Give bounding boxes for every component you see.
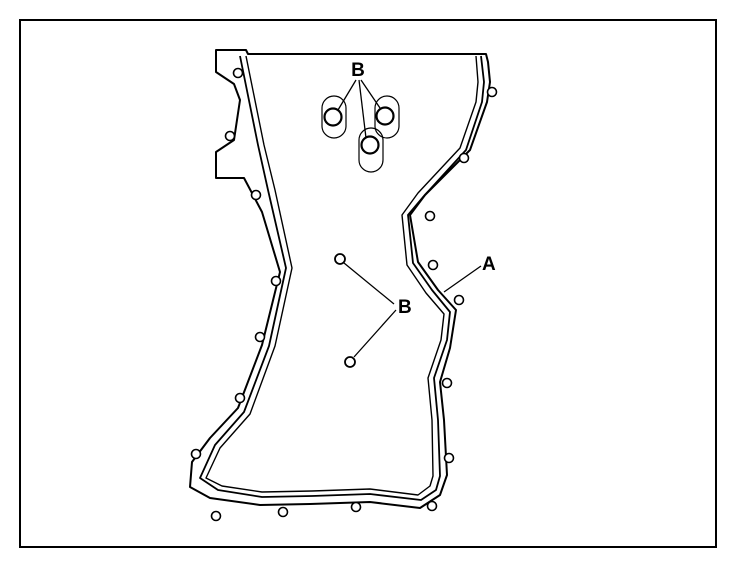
diagram-frame — [19, 19, 717, 548]
bolt-hole — [427, 259, 439, 271]
bolt-hole — [210, 510, 222, 522]
upper-slotted-holes — [321, 95, 400, 173]
slot-left — [321, 95, 347, 139]
bolt-hole — [254, 331, 266, 343]
bolt-hole — [486, 86, 498, 98]
gasket-groove-inner — [205, 55, 479, 496]
bolt-hole — [232, 67, 244, 79]
bolt-hole — [441, 377, 453, 389]
bolt-hole — [443, 452, 455, 464]
leaders-center-b — [343, 262, 397, 358]
center-dowel-holes — [334, 253, 356, 368]
dowel-lower — [344, 356, 356, 368]
bolt-right — [375, 106, 395, 126]
bolt-hole — [424, 210, 436, 222]
timing-cover-outline — [189, 49, 491, 509]
bolt-hole — [250, 189, 262, 201]
bolt-hole — [270, 275, 282, 287]
bolt-hole — [277, 506, 289, 518]
dowel-upper — [334, 253, 346, 265]
bolt-hole — [234, 392, 246, 404]
leaders-top-b — [337, 79, 381, 139]
bolt-hole — [224, 130, 236, 142]
callout-b-top: B — [351, 60, 365, 81]
bolt-left — [323, 107, 343, 127]
callout-a: A — [482, 254, 496, 275]
cover-outer-edge — [189, 49, 491, 509]
callout-b-center: B — [398, 297, 412, 318]
gasket-groove-outer — [199, 55, 485, 501]
bolt-hole — [426, 500, 438, 512]
bolt-center — [360, 135, 380, 155]
perimeter-bolt-holes — [190, 67, 498, 522]
bolt-hole — [190, 448, 202, 460]
leader-a — [443, 265, 482, 293]
slot-right — [374, 95, 400, 139]
slot-center — [358, 127, 384, 173]
bolt-hole — [458, 152, 470, 164]
bolt-hole — [350, 501, 362, 513]
bolt-hole — [453, 294, 465, 306]
